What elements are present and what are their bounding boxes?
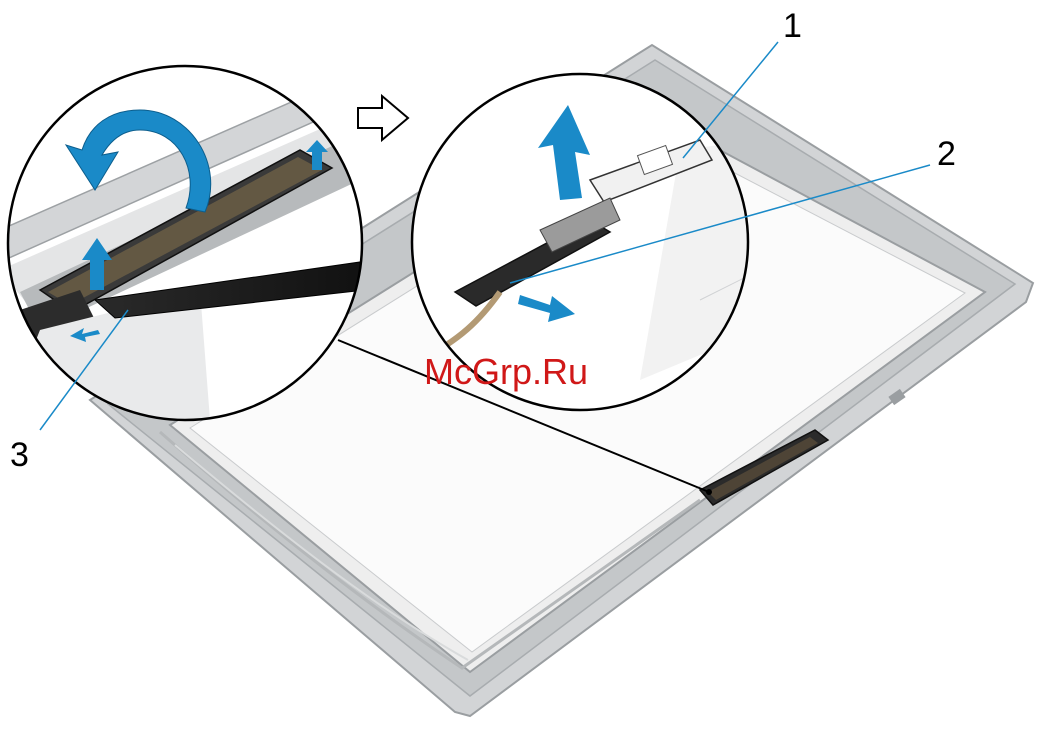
callout-number-1: 1 bbox=[783, 7, 802, 45]
callout-number-3: 3 bbox=[10, 436, 29, 474]
direction-arrow-icon bbox=[358, 96, 408, 140]
callout-number-2: 2 bbox=[937, 135, 956, 173]
watermark-text: McGrp.Ru bbox=[424, 351, 588, 392]
